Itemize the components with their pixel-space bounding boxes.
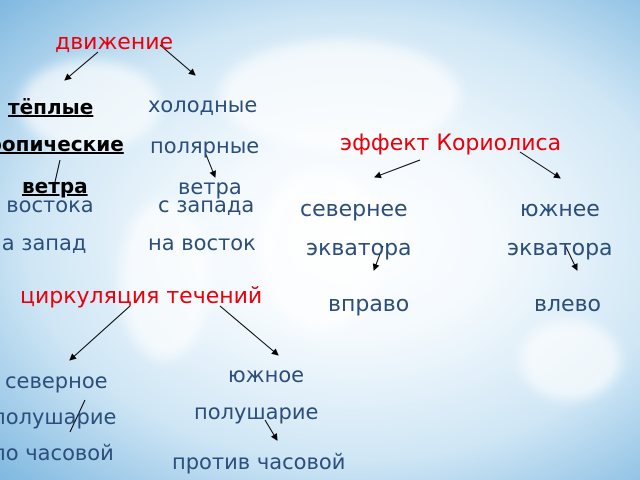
map-landmass <box>260 170 380 330</box>
winds-label-2: ветра <box>178 175 242 199</box>
arrow <box>374 159 421 179</box>
from-west-label: с запада <box>158 193 255 217</box>
equator-label-1: экватора <box>306 236 412 261</box>
equator-label-2: экватора <box>507 236 613 261</box>
map-landmass <box>220 40 460 150</box>
hemisphere-label-2: полушарие <box>194 400 319 424</box>
arrow <box>219 305 279 356</box>
northern-label: северное <box>5 369 108 393</box>
arrow <box>372 245 384 271</box>
polar-label: полярные <box>150 134 260 158</box>
tropical-label: тропические <box>0 132 124 156</box>
left-label: влево <box>534 292 601 317</box>
cold-label: холодные <box>148 93 258 117</box>
clockwise-label: по часовой <box>0 441 114 465</box>
arrow <box>69 305 131 361</box>
south-of-label: южнее <box>520 197 600 222</box>
circulation-label: циркуляция течений <box>20 284 263 309</box>
from-east-label: с востока <box>0 193 94 217</box>
warm-label: тёплые <box>8 95 94 119</box>
to-east-label: на восток <box>148 231 256 255</box>
counterclockwise-label: против часовой <box>172 450 346 474</box>
map-landmass <box>520 320 620 400</box>
arrow <box>69 399 86 433</box>
arrow <box>565 246 578 271</box>
arrow <box>159 44 196 76</box>
north-of-label: севернее <box>300 197 408 222</box>
map-landmass <box>20 60 160 150</box>
hemisphere-label-1: полушарие <box>0 405 117 429</box>
arrow <box>54 159 61 183</box>
southern-label: южное <box>228 363 305 387</box>
coriolis-label: эффект Кориолиса <box>340 131 562 156</box>
to-west-label: на запад <box>0 231 87 255</box>
movement-label: движение <box>55 30 174 55</box>
arrow <box>204 151 217 178</box>
right-label: вправо <box>328 292 410 317</box>
arrow <box>519 151 561 179</box>
winds-label-1: ветра <box>22 174 88 198</box>
map-landmass <box>120 200 210 360</box>
arrow <box>64 51 99 81</box>
arrow <box>264 419 278 441</box>
